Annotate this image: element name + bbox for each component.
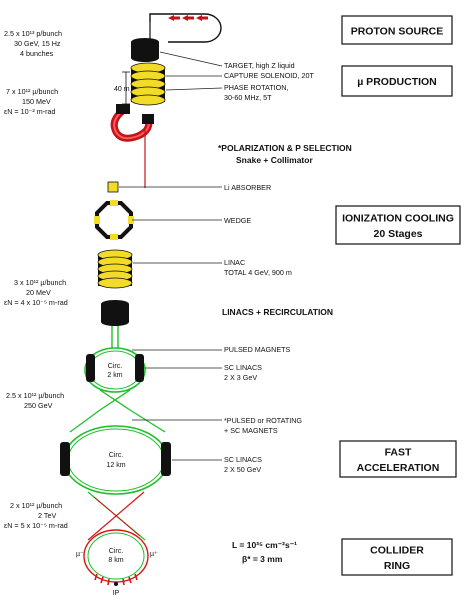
collider-ring-title-2: RING — [384, 560, 410, 572]
param-muons-per-bunch-3: 2.5 x 10¹² µ/bunch — [6, 391, 64, 400]
mu-plus-label: µ⁺ — [150, 551, 158, 558]
label-polarization: *POLARIZATION & P SELECTION Snake + Coll… — [218, 143, 352, 165]
li-absorber-block — [107, 181, 119, 193]
param-muon-energy-4: 2 TeV — [38, 511, 56, 520]
label-phase-rotation: PHASE ROTATION, 30-60 MHz, 5T — [165, 83, 288, 102]
param-emittance-3: εN = 5 x 10⁻⁵ m-rad — [4, 521, 68, 530]
label-target: TARGET, high Z liquid — [159, 51, 295, 70]
mu-minus-label: µ⁻ — [76, 551, 84, 558]
phase-rotation-spec: 30-60 MHz, 5T — [224, 93, 272, 102]
label-wedge: WEDGE — [132, 216, 251, 225]
ring-8km-circ: Circ. — [109, 548, 123, 555]
label-capture-solenoid: CAPTURE SOLENOID, 20T — [166, 71, 314, 80]
sc-linacs-2-spec: 2 X 50 GeV — [224, 465, 261, 474]
fast-acceleration-box: FAST ACCELERATION — [339, 440, 457, 478]
param-proton-energy: 30 GeV, 15 Hz — [14, 39, 61, 48]
label-linacs-recirculation: LINACS + RECIRCULATION — [222, 307, 333, 317]
label-pulsed-magnets: PULSED MAGNETS — [132, 345, 291, 354]
param-muons-per-bunch-2: 3 x 10¹² µ/bunch — [14, 278, 66, 287]
pulsed-rotating-spec: + SC MAGNETS — [224, 426, 278, 435]
beta-star-label: β* = 3 mm — [242, 554, 283, 564]
linacs-recirculation-title: LINACS + RECIRCULATION — [222, 307, 333, 317]
collider-ring: Circ. 8 km µ⁻ µ⁺ IP — [76, 529, 158, 597]
ring-2km-circ: Circ. — [108, 363, 122, 370]
polarization-title: *POLARIZATION & P SELECTION — [218, 143, 352, 153]
collider-params: L = 10³⁵ cm⁻²s⁻¹ β* = 3 mm — [232, 540, 297, 564]
phase-rotation-bend — [110, 104, 154, 142]
collider-ring-box: COLLIDER RING — [341, 538, 453, 576]
crossing-lines-1 — [69, 389, 166, 433]
dimension-40m: 40 m — [114, 71, 130, 105]
pulsed-rotating-label: *PULSED or ROTATING — [224, 416, 302, 425]
label-linac: LINAC TOTAL 4 GeV, 900 m — [133, 258, 292, 277]
ionization-cooling-title: IONIZATION COOLING — [342, 213, 454, 225]
linac-spec: TOTAL 4 GeV, 900 m — [224, 268, 292, 277]
pulsed-magnets-label: PULSED MAGNETS — [224, 345, 291, 354]
label-sc-linacs-2: SC LINACS 2 X 50 GeV — [172, 455, 262, 474]
capture-solenoid-coil — [130, 62, 166, 106]
ring-12km-size: 12 km — [106, 462, 125, 469]
li-absorber-label: Li ABSORBER — [224, 183, 271, 192]
wedge-label: WEDGE — [224, 216, 251, 225]
beam-params-2: 7 x 10¹² µ/bunch 150 MeV εN = 10⁻² m-rad — [4, 87, 58, 116]
ring-12km-circ: Circ. — [109, 452, 123, 459]
param-muon-energy-3: 250 GeV — [24, 401, 53, 410]
target-block — [131, 38, 159, 62]
dimension-40m-label: 40 m — [114, 86, 130, 93]
proton-source-box: PROTON SOURCE — [341, 15, 453, 45]
label-sc-linacs-1: SC LINACS 2 X 3 GeV — [145, 363, 262, 382]
param-muons-per-bunch: 7 x 10¹² µ/bunch — [6, 87, 58, 96]
ionization-cooling-stages: 20 Stages — [373, 228, 422, 240]
phase-rotation-label: PHASE ROTATION, — [224, 83, 288, 92]
capture-solenoid-label: CAPTURE SOLENOID, 20T — [224, 71, 314, 80]
ionization-cooling-box: IONIZATION COOLING 20 Stages — [335, 205, 461, 245]
param-emittance-2: εN = 4 x 10⁻⁵ m-rad — [4, 298, 68, 307]
crossing-lines-2 — [87, 491, 146, 541]
param-muon-energy-2: 20 MeV — [26, 288, 51, 297]
mu-production-title: µ PRODUCTION — [357, 76, 437, 88]
target-label: TARGET, high Z liquid — [224, 61, 295, 70]
collider-ring-title-1: COLLIDER — [370, 545, 424, 557]
ring-2km-size: 2 km — [107, 372, 122, 379]
beam-params-4: 2.5 x 10¹² µ/bunch 250 GeV — [6, 391, 64, 410]
luminosity-label: L = 10³⁵ cm⁻²s⁻¹ — [232, 540, 297, 550]
mu-production-box: µ PRODUCTION — [341, 65, 453, 97]
sc-linacs-2-label: SC LINACS — [224, 455, 262, 464]
fast-acceleration-title-1: FAST — [385, 447, 412, 459]
param-protons-per-bunch: 2.5 x 10¹³ p/bunch — [4, 29, 62, 38]
beam-params-5: 2 x 10¹² µ/bunch 2 TeV εN = 5 x 10⁻⁵ m-r… — [4, 501, 68, 530]
param-muon-energy: 150 MeV — [22, 97, 51, 106]
param-emittance-1: εN = 10⁻² m-rad — [4, 107, 56, 116]
beam-params-3: 3 x 10¹² µ/bunch 20 MeV εN = 4 x 10⁻⁵ m-… — [4, 278, 68, 307]
sc-linacs-1-label: SC LINACS — [224, 363, 262, 372]
recirculation-linac — [101, 300, 129, 326]
proton-source-ring — [149, 13, 222, 43]
sc-linacs-1-spec: 2 X 3 GeV — [224, 373, 257, 382]
ring-2km: Circ. 2 km — [84, 347, 146, 393]
wedge-octagon — [94, 200, 134, 240]
polarization-subtitle: Snake + Collimator — [236, 155, 313, 165]
param-muons-per-bunch-4: 2 x 10¹² µ/bunch — [10, 501, 62, 510]
linac-coil — [97, 249, 133, 289]
param-bunches: 4 bunches — [20, 49, 54, 58]
label-pulsed-rotating: *PULSED or ROTATING + SC MAGNETS — [132, 416, 302, 435]
fast-acceleration-title-2: ACCELERATION — [357, 462, 440, 474]
ip-label: IP — [113, 590, 120, 597]
proton-beam-arrows — [168, 15, 208, 21]
ring-12km: Circ. 12 km — [60, 425, 171, 495]
proton-source-title: PROTON SOURCE — [351, 26, 444, 38]
ring-8km-size: 8 km — [108, 557, 123, 564]
linac-label: LINAC — [224, 258, 245, 267]
label-li-absorber: Li ABSORBER — [119, 183, 271, 192]
beam-params-1: 2.5 x 10¹³ p/bunch 30 GeV, 15 Hz 4 bunch… — [4, 29, 62, 58]
